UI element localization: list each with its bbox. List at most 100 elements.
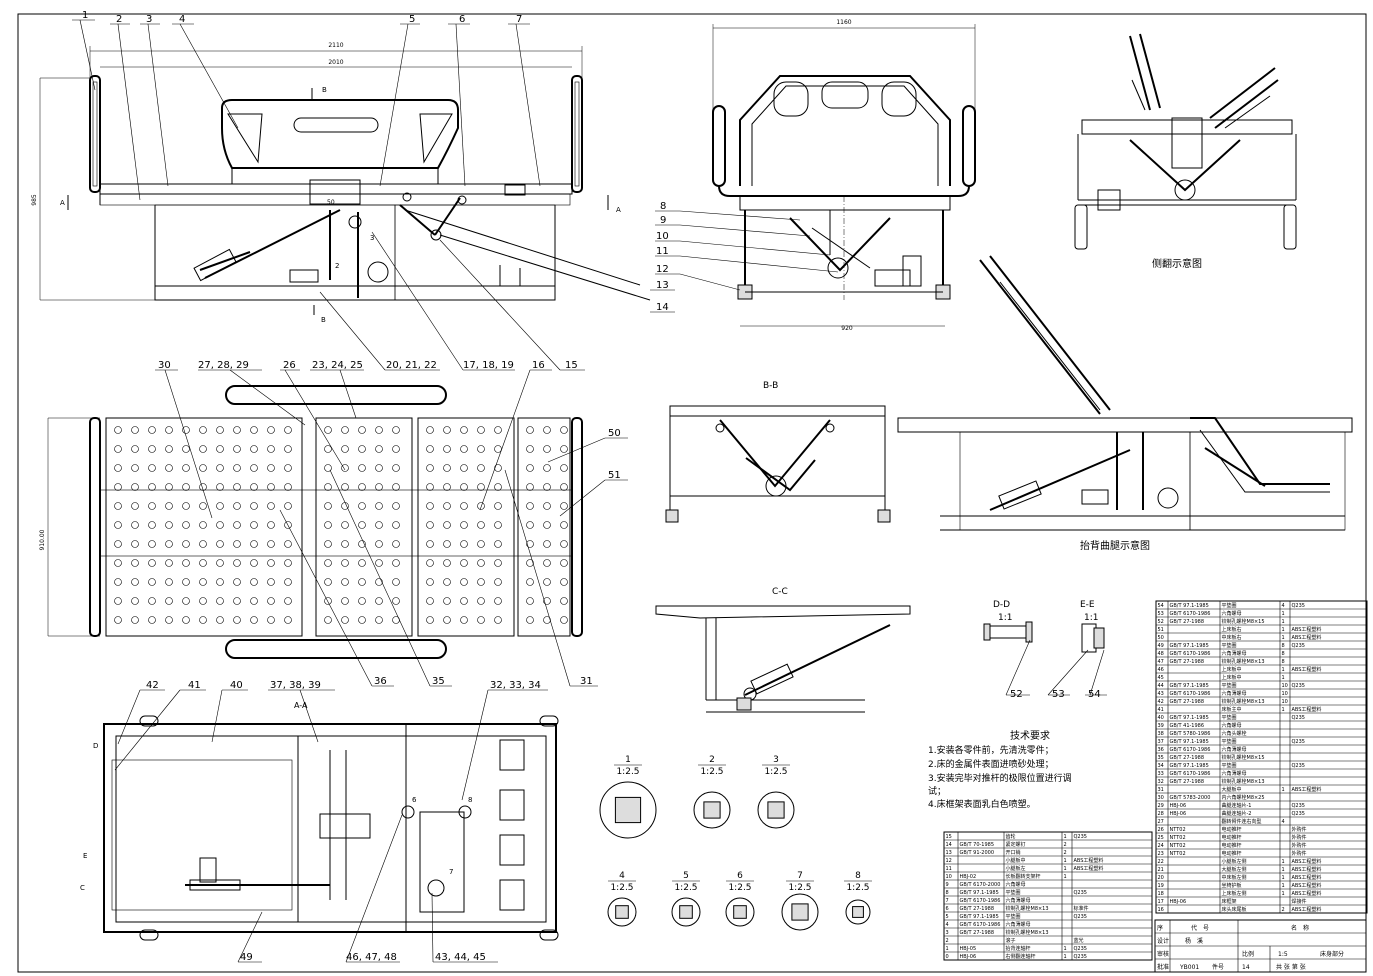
detail-ref-3: 3 xyxy=(370,234,374,242)
deck-hole xyxy=(526,559,534,567)
bom-cell: 46 xyxy=(1158,667,1164,673)
tb-design: 设计 xyxy=(1157,937,1169,945)
bom-cell: 39 xyxy=(1158,723,1164,729)
tb-check: 审核 xyxy=(1157,950,1169,958)
deck-hole xyxy=(233,597,241,605)
bom-cell: GB/T 97.1-1985 xyxy=(1170,603,1209,609)
tb-qty-label: 件号 xyxy=(1212,963,1224,971)
deck-hole xyxy=(114,426,122,434)
bom-cell: 六角薄螺母 xyxy=(1006,897,1031,904)
deck-hole xyxy=(182,521,190,529)
bom-cell: 31 xyxy=(1158,787,1164,793)
bom-cell: 大腿板左侧 xyxy=(1222,866,1247,873)
bom-cell: 床头床尾板 xyxy=(1222,906,1247,913)
main-side-view: 2110 2010 985 xyxy=(31,42,651,324)
deck-hole xyxy=(148,464,156,472)
deck-hole xyxy=(560,616,568,624)
deck-hole xyxy=(182,445,190,453)
deck-hole xyxy=(199,597,207,605)
deck-hole xyxy=(341,578,349,586)
detail-part xyxy=(614,796,642,824)
deck-hole xyxy=(182,464,190,472)
bom-cell: ABS工程塑料 xyxy=(1292,906,1322,913)
deck-hole xyxy=(148,502,156,510)
balloon-16: 16 xyxy=(532,360,545,371)
detail-scale: 1:2.5 xyxy=(700,767,723,777)
bom-cell: 开口销 xyxy=(1006,849,1021,856)
bom-cell: 8 xyxy=(946,890,949,896)
deck-hole xyxy=(477,483,485,491)
deck-hole xyxy=(284,483,292,491)
deck-hole xyxy=(324,483,332,491)
deck-hole xyxy=(284,578,292,586)
section-dd-ee: D-D 1:1 E-E 1:1 52 53 54 xyxy=(983,600,1107,700)
deck-hole xyxy=(165,464,173,472)
deck-hole xyxy=(182,578,190,586)
deck-hole xyxy=(460,597,468,605)
detail-circle xyxy=(757,791,795,829)
deck-hole xyxy=(182,502,190,510)
deck-hole xyxy=(358,426,366,434)
label-dd-scale: 1:1 xyxy=(998,613,1012,623)
bom-cell: GB/T 97.1-1985 xyxy=(960,914,999,920)
bom-cell: GB/T 97.1-1985 xyxy=(1170,763,1209,769)
balloons-top: 1 2 3 4 5 6 7 xyxy=(72,10,541,201)
detail-scale: 1:2.5 xyxy=(728,883,751,893)
bom-cell: 16 xyxy=(1158,907,1164,913)
bom-cell: 1 xyxy=(1282,667,1285,673)
deck-hole xyxy=(560,597,568,605)
bom-cell: 41 xyxy=(1158,707,1164,713)
deck-hole xyxy=(165,578,173,586)
deck-hole xyxy=(443,597,451,605)
tb-title: 床身部分 xyxy=(1320,950,1344,958)
deck-hole xyxy=(233,464,241,472)
bom-cell: 坐椅护板 xyxy=(1222,882,1242,889)
bom-cell: 平垫圈 xyxy=(1222,682,1237,689)
balloon-46-47-48: 46, 47, 48 xyxy=(346,952,397,963)
label-ee: E-E xyxy=(1080,600,1095,610)
bom-cell: ABS工程塑料 xyxy=(1292,626,1322,633)
deck-hole xyxy=(341,426,349,434)
deck-hole xyxy=(526,540,534,548)
deck-hole xyxy=(443,445,451,453)
deck-hole xyxy=(250,559,258,567)
deck-hole xyxy=(477,445,485,453)
deck-hole xyxy=(284,464,292,472)
deck-hole xyxy=(494,483,502,491)
deck-hole xyxy=(477,426,485,434)
bom-cell: GB/T 27-1988 xyxy=(1170,755,1205,761)
bom-cell: Q235 xyxy=(1292,763,1305,769)
bom-cell: 4 xyxy=(1282,819,1285,825)
deck-hole xyxy=(494,426,502,434)
deck-hole xyxy=(199,502,207,510)
deck-hole xyxy=(284,521,292,529)
bom-cell: 8 xyxy=(1282,651,1285,657)
bom-cell: 平垫圈 xyxy=(1222,738,1237,745)
deck-hole xyxy=(460,445,468,453)
bom-cell: 蓝光 xyxy=(1074,937,1084,944)
deck-hole xyxy=(477,521,485,529)
tech-line-4: 4.床框架表面乳白色喷塑。 xyxy=(928,798,1036,810)
deck-hole xyxy=(199,483,207,491)
bom-cell: GB/T 5783-2000 xyxy=(1170,795,1211,801)
balloon-3: 3 xyxy=(146,14,152,25)
deck-hole xyxy=(233,616,241,624)
bom-cell: 43 xyxy=(1158,691,1164,697)
deck-hole xyxy=(341,559,349,567)
bom-cell: 35 xyxy=(1158,755,1164,761)
bom-cell: 45 xyxy=(1158,675,1164,681)
bom-cell: 外购件 xyxy=(1292,826,1307,833)
deck-hole xyxy=(543,559,551,567)
detail-number: 7 xyxy=(797,871,803,881)
bom-cell: HBJ-06 xyxy=(960,954,977,960)
bom-cell: ABS工程塑料 xyxy=(1074,857,1104,864)
deck-hole xyxy=(267,502,275,510)
balloon-14: 14 xyxy=(656,302,669,313)
deck-hole xyxy=(114,616,122,624)
detail-scale: 1:2.5 xyxy=(846,883,869,893)
bom-cell: 1 xyxy=(1282,627,1285,633)
bom-cell: 六角薄螺母 xyxy=(1222,770,1247,777)
dim-2010: 2010 xyxy=(328,59,343,66)
bom-cell: 曲腿连轴片-1 xyxy=(1222,802,1252,809)
bom-cell: GB/T 27-1988 xyxy=(1170,659,1205,665)
